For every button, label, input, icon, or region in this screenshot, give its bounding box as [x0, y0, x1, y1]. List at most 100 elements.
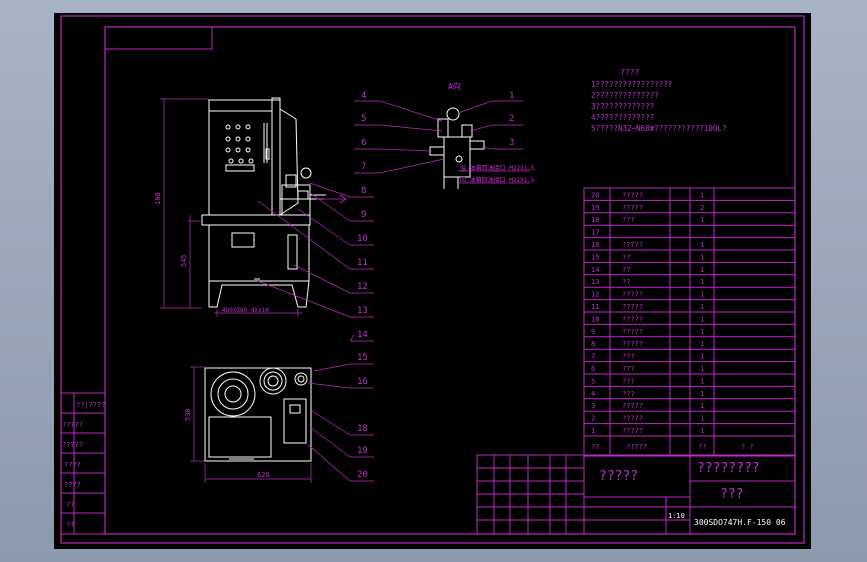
parts-cell-no: 9 [591, 328, 595, 336]
notes-line-2: 2?????????????? [591, 91, 659, 100]
parts-cell-qty: 1 [700, 353, 704, 361]
notes-title: ???? [620, 68, 639, 77]
parts-cell-no: 7 [591, 353, 595, 361]
view-a-leaders [354, 100, 524, 174]
parts-cell-qty: 1 [700, 377, 704, 385]
notes-line-3: 3????????????? [591, 102, 654, 111]
parts-cell-name: ????? [622, 340, 643, 348]
front-view: 100 545 480X380 4X¢16 [154, 97, 347, 317]
balloon-6: 6 [361, 138, 366, 148]
parts-cell-no: 11 [591, 303, 599, 311]
top-view: 530 620 [184, 366, 312, 483]
parts-cell-name: ????? [622, 303, 643, 311]
balloon-12: 12 [357, 282, 368, 292]
parts-cell-qty: 1 [700, 365, 704, 373]
balloon-19: 19 [357, 446, 368, 456]
parts-cell-qty: 1 [700, 216, 704, 224]
parts-cell-qty: 1 [700, 253, 704, 261]
top-view-leaders [305, 363, 374, 482]
parts-cell-qty: 1 [700, 278, 704, 286]
parts-cell-qty: 1 [700, 303, 704, 311]
strip-text-4: ???? [64, 461, 81, 469]
view-a-note-1: 溢 油箱回油接口 M22X1.5 [460, 164, 535, 172]
parts-cell-qty: 2 [700, 204, 704, 212]
parts-cell-name: ??? [622, 377, 635, 385]
balloon-3: 3 [509, 138, 514, 148]
parts-cell-name: ????? [622, 427, 643, 435]
title-drawing-title: ??? [720, 487, 743, 502]
balloon-13: 13 [357, 306, 368, 316]
view-a-manifold: A向 溢 油箱回油接口 M22X1.5 回 油箱回油接口 M22X1.5 [429, 81, 535, 189]
notes-line-5: 5?????N32~N68#???????????100L? [591, 124, 726, 133]
parts-cell-qty: 1 [700, 340, 704, 348]
parts-cell-no: 15 [591, 253, 599, 261]
parts-cell-no: 10 [591, 315, 599, 323]
strip-text-5: ???? [64, 481, 81, 489]
dim-top-depth: 530 [184, 408, 192, 421]
dim-tank-height: 545 [180, 254, 188, 267]
title-block: ????? ???????? ??? 300SDO747H.F-150 06 1… [476, 454, 796, 535]
parts-cell-name: ????? [622, 315, 643, 323]
balloon-11: 11 [357, 258, 368, 268]
parts-cell-no: 2 [591, 415, 595, 423]
parts-cell-no: 13 [591, 278, 599, 286]
balloon-9: 9 [361, 210, 366, 220]
front-view-leaders [257, 182, 374, 342]
parts-cell-qty: 1 [700, 315, 704, 323]
balloon-1: 1 [509, 91, 514, 101]
view-a-note-2: 回 油箱回油接口 M22X1.5 [460, 176, 535, 184]
title-drawing-number: 300SDO747H.F-150 06 [694, 518, 786, 527]
parts-list-table: ?? ????? ?? ? ? 20?????119?????218???117… [583, 187, 796, 457]
parts-cell-no: 1 [591, 427, 595, 435]
balloon-2: 2 [509, 114, 514, 124]
parts-cell-qty: 1 [700, 427, 704, 435]
parts-cell-no: 4 [591, 390, 595, 398]
parts-cell-qty: 1 [700, 390, 704, 398]
parts-cell-name: ????? [622, 191, 643, 199]
parts-cell-name: ????? [622, 291, 643, 299]
notes-line-1: 1????????????????? [591, 80, 672, 89]
balloon-18: 18 [357, 424, 368, 434]
title-scale: 1:10 [668, 512, 685, 520]
parts-header-no: ?? [591, 443, 599, 451]
parts-cell-no: 12 [591, 291, 599, 299]
balloon-15: 15 [357, 353, 368, 363]
dim-top-width: 620 [257, 471, 270, 479]
title-main-name: ????? [599, 469, 638, 484]
strip-text-2: ????? [62, 421, 83, 429]
strip-text-1: ??|???? [76, 401, 106, 409]
strip-text-6: ?? [66, 501, 74, 509]
parts-cell-name: ????? [622, 328, 643, 336]
balloon-7: 7 [361, 162, 366, 172]
balloon-16: 16 [357, 377, 368, 387]
parts-header-note: ? ? [741, 443, 754, 451]
parts-cell-no: 8 [591, 340, 595, 348]
dim-total-height: 100 [154, 192, 162, 205]
parts-cell-no: 6 [591, 365, 595, 373]
balloon-8: 8 [361, 186, 366, 196]
balloon-10: 10 [357, 234, 368, 244]
parts-cell-qty: 1 [700, 266, 704, 274]
parts-cell-no: 19 [591, 204, 599, 212]
view-a-label: A向 [448, 81, 461, 91]
parts-cell-no: 20 [591, 191, 599, 199]
parts-cell-no: 14 [591, 266, 599, 274]
parts-cell-no: 17 [591, 229, 599, 237]
valve-cluster [280, 167, 326, 216]
parts-cell-qty: 1 [700, 291, 704, 299]
parts-cell-name: ????? [622, 241, 643, 249]
drawing-canvas[interactable]: ??|???? ????? ????? ???? ???? ?? ?? [54, 13, 811, 549]
notes-line-4: 4????????????? [591, 113, 654, 122]
drawing-svg: ??|???? ????? ????? ???? ???? ?? ?? [60, 15, 805, 544]
balloon-20: 20 [357, 470, 368, 480]
parts-cell-name: ?? [622, 253, 630, 261]
balloon-5: 5 [361, 114, 366, 124]
parts-cell-name: ??? [622, 365, 635, 373]
parts-cell-qty: 1 [700, 415, 704, 423]
parts-cell-qty: 1 [700, 241, 704, 249]
parts-cell-qty: 1 [700, 328, 704, 336]
strip-text-3: ????? [62, 441, 83, 449]
parts-cell-no: 18 [591, 216, 599, 224]
parts-cell-name: ?? [622, 266, 630, 274]
